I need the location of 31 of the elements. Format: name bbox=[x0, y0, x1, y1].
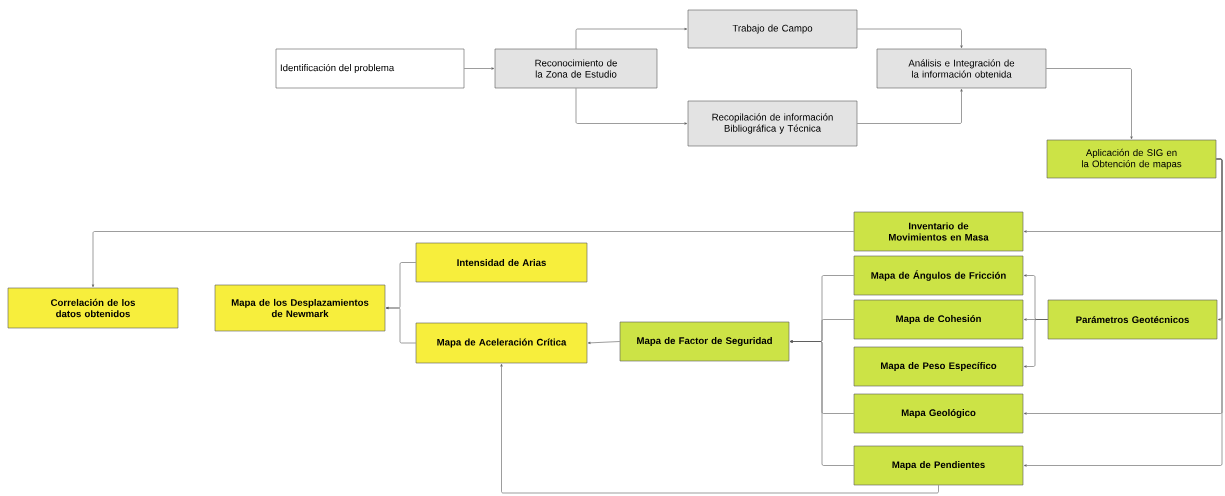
process-box: Aplicación de SIG en la Obtención de mapas bbox=[1046, 139, 1217, 179]
arrow bbox=[857, 88, 963, 124]
process-box: Inventario de Movimientos en Masa bbox=[853, 211, 1024, 252]
process-box: Mapa Geológico bbox=[853, 393, 1024, 434]
process-box: Mapa de Cohesión bbox=[853, 299, 1024, 340]
arrow bbox=[385, 306, 416, 344]
process-box: Mapa de Pendientes bbox=[853, 445, 1024, 486]
process-box: Mapa de Peso Específico bbox=[853, 346, 1024, 387]
process-box: Mapa de Aceleración Crítica bbox=[415, 322, 588, 364]
arrow bbox=[464, 67, 495, 70]
process-box: Reconocimiento de la Zona de Estudio bbox=[494, 48, 658, 89]
process-box: Mapa de Ángulos de Fricción bbox=[853, 255, 1024, 296]
process-box: Identificación del problema bbox=[275, 48, 465, 89]
process-box: Mapa de Factor de Seguridad bbox=[619, 321, 790, 362]
arrow bbox=[789, 340, 854, 466]
arrow bbox=[91, 231, 854, 288]
arrow bbox=[587, 341, 620, 344]
process-box: Intensidad de Arias bbox=[415, 242, 588, 283]
process-box: Análisis e Integración de la información obtenida bbox=[876, 48, 1047, 89]
process-box: Trabajo de Campo bbox=[687, 9, 858, 49]
process-box: Parámetros Geotécnicos bbox=[1047, 299, 1218, 340]
arrow bbox=[500, 363, 939, 494]
process-box: Recopilación de información Bibliográfica y Técnica bbox=[687, 100, 858, 147]
arrow bbox=[1046, 68, 1133, 140]
arrow bbox=[575, 88, 688, 125]
arrow bbox=[1023, 158, 1223, 467]
arrow bbox=[857, 28, 963, 49]
arrow bbox=[1023, 319, 1048, 368]
process-box: Correlación de los datos obtenidos bbox=[7, 287, 179, 329]
process-box: Mapa de los Desplazamientos de Newmark bbox=[214, 284, 386, 332]
arrow bbox=[575, 27, 688, 49]
